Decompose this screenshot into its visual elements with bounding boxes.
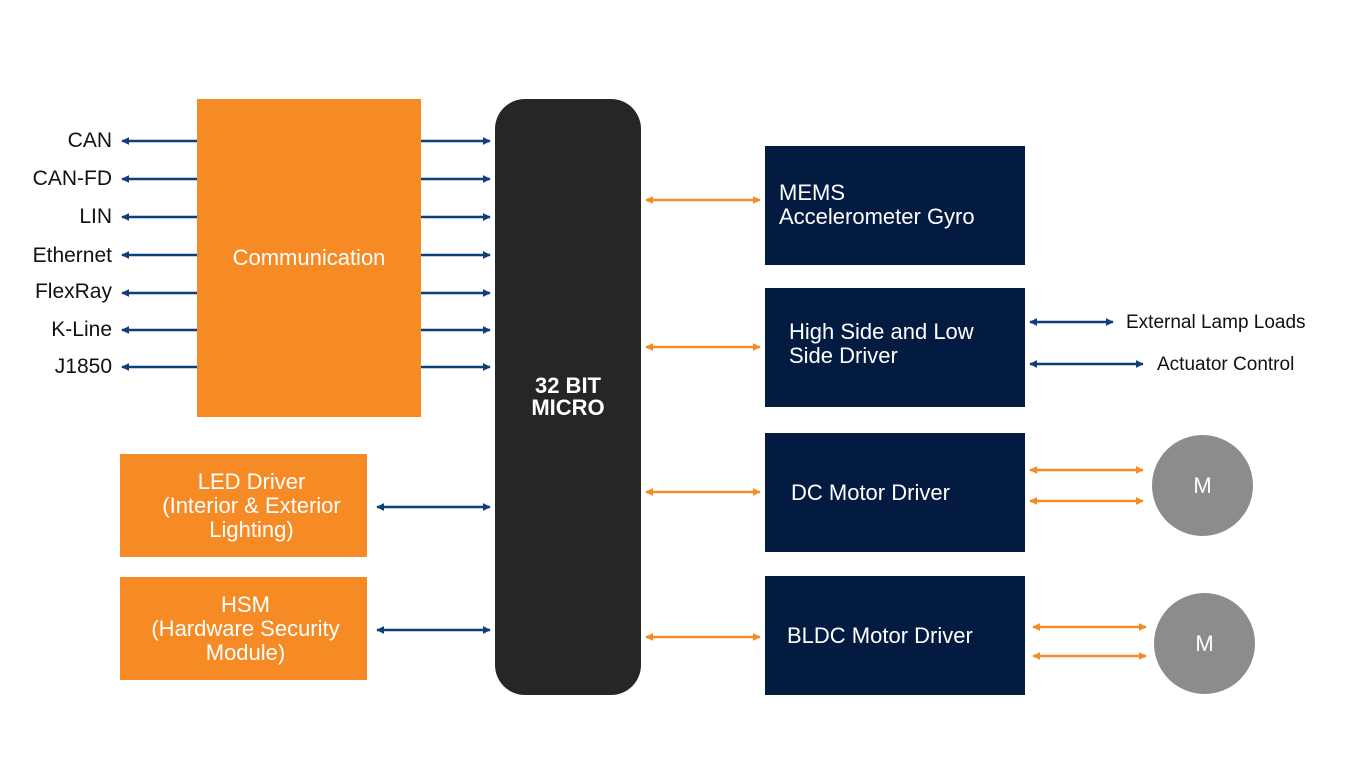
led-driver-title: LED Driver (197, 468, 306, 494)
bus-label-kline: K-Line (51, 318, 112, 341)
communication-label: Communication (232, 245, 386, 270)
hs-ls-driver-block: High Side and Low Side Driver (765, 288, 1025, 407)
hsm-title: HSM (221, 591, 270, 617)
external-lamp-loads-label: External Lamp Loads (1126, 312, 1306, 333)
dc-motor-driver-block: DC Motor Driver (765, 433, 1025, 552)
bus-label-flexray: FlexRay (34, 280, 112, 303)
hsm-subtitle-2: Module) (205, 639, 286, 665)
dc-motor-driver-label: DC Motor Driver (791, 479, 950, 505)
mems-subtitle: Accelerometer Gyro (779, 203, 975, 229)
hsm-subtitle-1: (Hardware Security (151, 615, 340, 641)
hsm-block: HSM (Hardware Security Module) (120, 577, 367, 680)
bus-label-j1850: J1850 (54, 355, 112, 378)
communication-block: Communication (197, 99, 421, 417)
dc-motor-circle: M (1152, 435, 1253, 536)
led-driver-subtitle-2: Lighting) (209, 516, 294, 542)
mems-title: MEMS (779, 179, 845, 205)
micro-label-line2: MICRO (531, 395, 605, 420)
bldc-motor-circle: M (1154, 593, 1255, 694)
led-driver-block: LED Driver (Interior & Exterior Lighting… (120, 454, 367, 557)
bldc-motor-driver-block: BLDC Motor Driver (765, 576, 1025, 695)
bus-label-canfd: CAN-FD (32, 167, 112, 190)
hs-ls-driver-line1: High Side and Low (789, 318, 974, 344)
led-driver-subtitle-1: (Interior & Exterior (162, 492, 341, 518)
micro-block: 32 BIT MICRO (495, 99, 641, 695)
bldc-motor-driver-label: BLDC Motor Driver (787, 622, 973, 648)
bus-label-ethernet: Ethernet (32, 244, 112, 267)
actuator-control-label: Actuator Control (1157, 354, 1295, 375)
micro-label-line1: 32 BIT (534, 373, 601, 398)
bus-label-lin: LIN (79, 205, 112, 228)
bldc-motor-label: M (1195, 630, 1214, 656)
dc-motor-label: M (1193, 472, 1212, 498)
mems-block: MEMS Accelerometer Gyro (765, 146, 1025, 265)
hs-ls-driver-line2: Side Driver (789, 342, 898, 368)
bus-label-can: CAN (67, 129, 112, 152)
